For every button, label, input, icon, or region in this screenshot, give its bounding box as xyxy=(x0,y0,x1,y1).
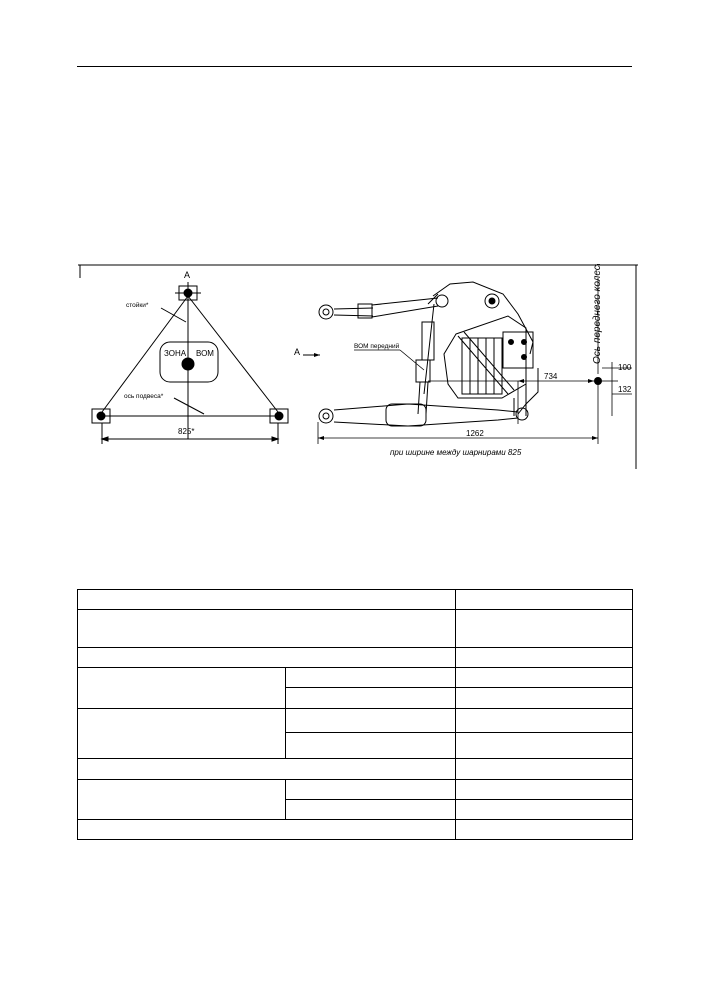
hitch-technical-drawing: А стойки* ЗОНА ВОМ ось подвеса* 825* xyxy=(78,264,638,472)
wheel-center-dot xyxy=(594,377,602,385)
frame-upper-arm xyxy=(432,281,534,355)
left-hinge-pin xyxy=(96,411,106,421)
right-hinge-pin xyxy=(274,411,284,421)
label-zone-1: ЗОНА xyxy=(164,349,187,358)
view-a-front xyxy=(91,282,289,444)
lower-link-bottom xyxy=(333,417,519,427)
label-axis: ось подвеса* xyxy=(124,393,164,400)
table-row xyxy=(77,708,633,759)
label-a-left: А xyxy=(184,270,190,280)
table-cell xyxy=(285,687,456,709)
header-rule xyxy=(77,66,632,67)
mount-plate xyxy=(502,331,534,369)
table-cell xyxy=(455,799,633,820)
table-row xyxy=(77,779,633,820)
label-posts: стойки* xyxy=(126,301,149,309)
table-cell xyxy=(455,819,633,840)
table-cell xyxy=(77,758,456,780)
table-cell xyxy=(455,589,633,610)
table-cell xyxy=(77,609,456,648)
pto-zone-box xyxy=(159,341,219,383)
table-cell xyxy=(77,589,456,610)
right-hinge xyxy=(269,408,289,424)
spec-table xyxy=(77,589,633,840)
table-cell xyxy=(285,667,456,688)
label-dim-734: 734 xyxy=(544,372,558,381)
table-cell xyxy=(455,647,633,668)
table-cell xyxy=(77,819,456,840)
label-zone-2: ВОМ xyxy=(196,349,214,358)
gearbox-fins xyxy=(461,337,503,395)
table-cell xyxy=(77,647,456,668)
table-cell xyxy=(455,732,633,759)
table-cell xyxy=(285,732,456,759)
table-row xyxy=(78,732,633,759)
triangle-right-side xyxy=(187,295,279,413)
lower-link-sleeve xyxy=(385,403,427,427)
table-cell xyxy=(285,779,456,800)
lower-link-top xyxy=(333,403,519,413)
table-cell xyxy=(77,667,286,709)
label-pto-front: ВОМ передний xyxy=(354,342,400,350)
table-row xyxy=(78,687,633,709)
table-cell xyxy=(455,609,633,648)
top-link-end xyxy=(318,304,334,320)
top-link-turnbuckle xyxy=(357,303,373,319)
table-row xyxy=(77,647,633,668)
label-dim-132: 132 xyxy=(618,385,632,394)
pto-center-dot xyxy=(181,357,195,371)
table-cell xyxy=(455,708,633,733)
table-row xyxy=(78,799,633,820)
table-cell xyxy=(455,779,633,800)
table-cell xyxy=(285,799,456,820)
table-cell xyxy=(77,779,286,820)
axis-leader xyxy=(173,397,205,415)
left-hinge xyxy=(91,408,111,424)
label-wheel-axis: Ось переднего колеса xyxy=(592,264,603,364)
view-side xyxy=(318,281,539,427)
label-a-arrow: А xyxy=(294,347,300,357)
table-cell xyxy=(77,708,286,759)
gearbox-body xyxy=(443,315,527,399)
table-cell xyxy=(455,758,633,780)
table-row xyxy=(77,819,633,840)
table-row xyxy=(77,589,633,610)
table-cell xyxy=(455,687,633,709)
lower-link-end xyxy=(318,408,334,424)
label-dim-1262: 1262 xyxy=(466,429,484,438)
table-row xyxy=(77,667,633,709)
table-row xyxy=(77,758,633,780)
table-cell xyxy=(285,708,456,733)
table-cell xyxy=(455,667,633,688)
label-dim-100: 100 xyxy=(618,363,632,372)
drawing-caption: при ширине между шарнирами 825 xyxy=(390,448,522,457)
pto-front-unit xyxy=(415,359,431,383)
posts-leader xyxy=(160,307,187,323)
table-row xyxy=(77,609,633,648)
label-dim-825: 825* xyxy=(178,427,194,436)
